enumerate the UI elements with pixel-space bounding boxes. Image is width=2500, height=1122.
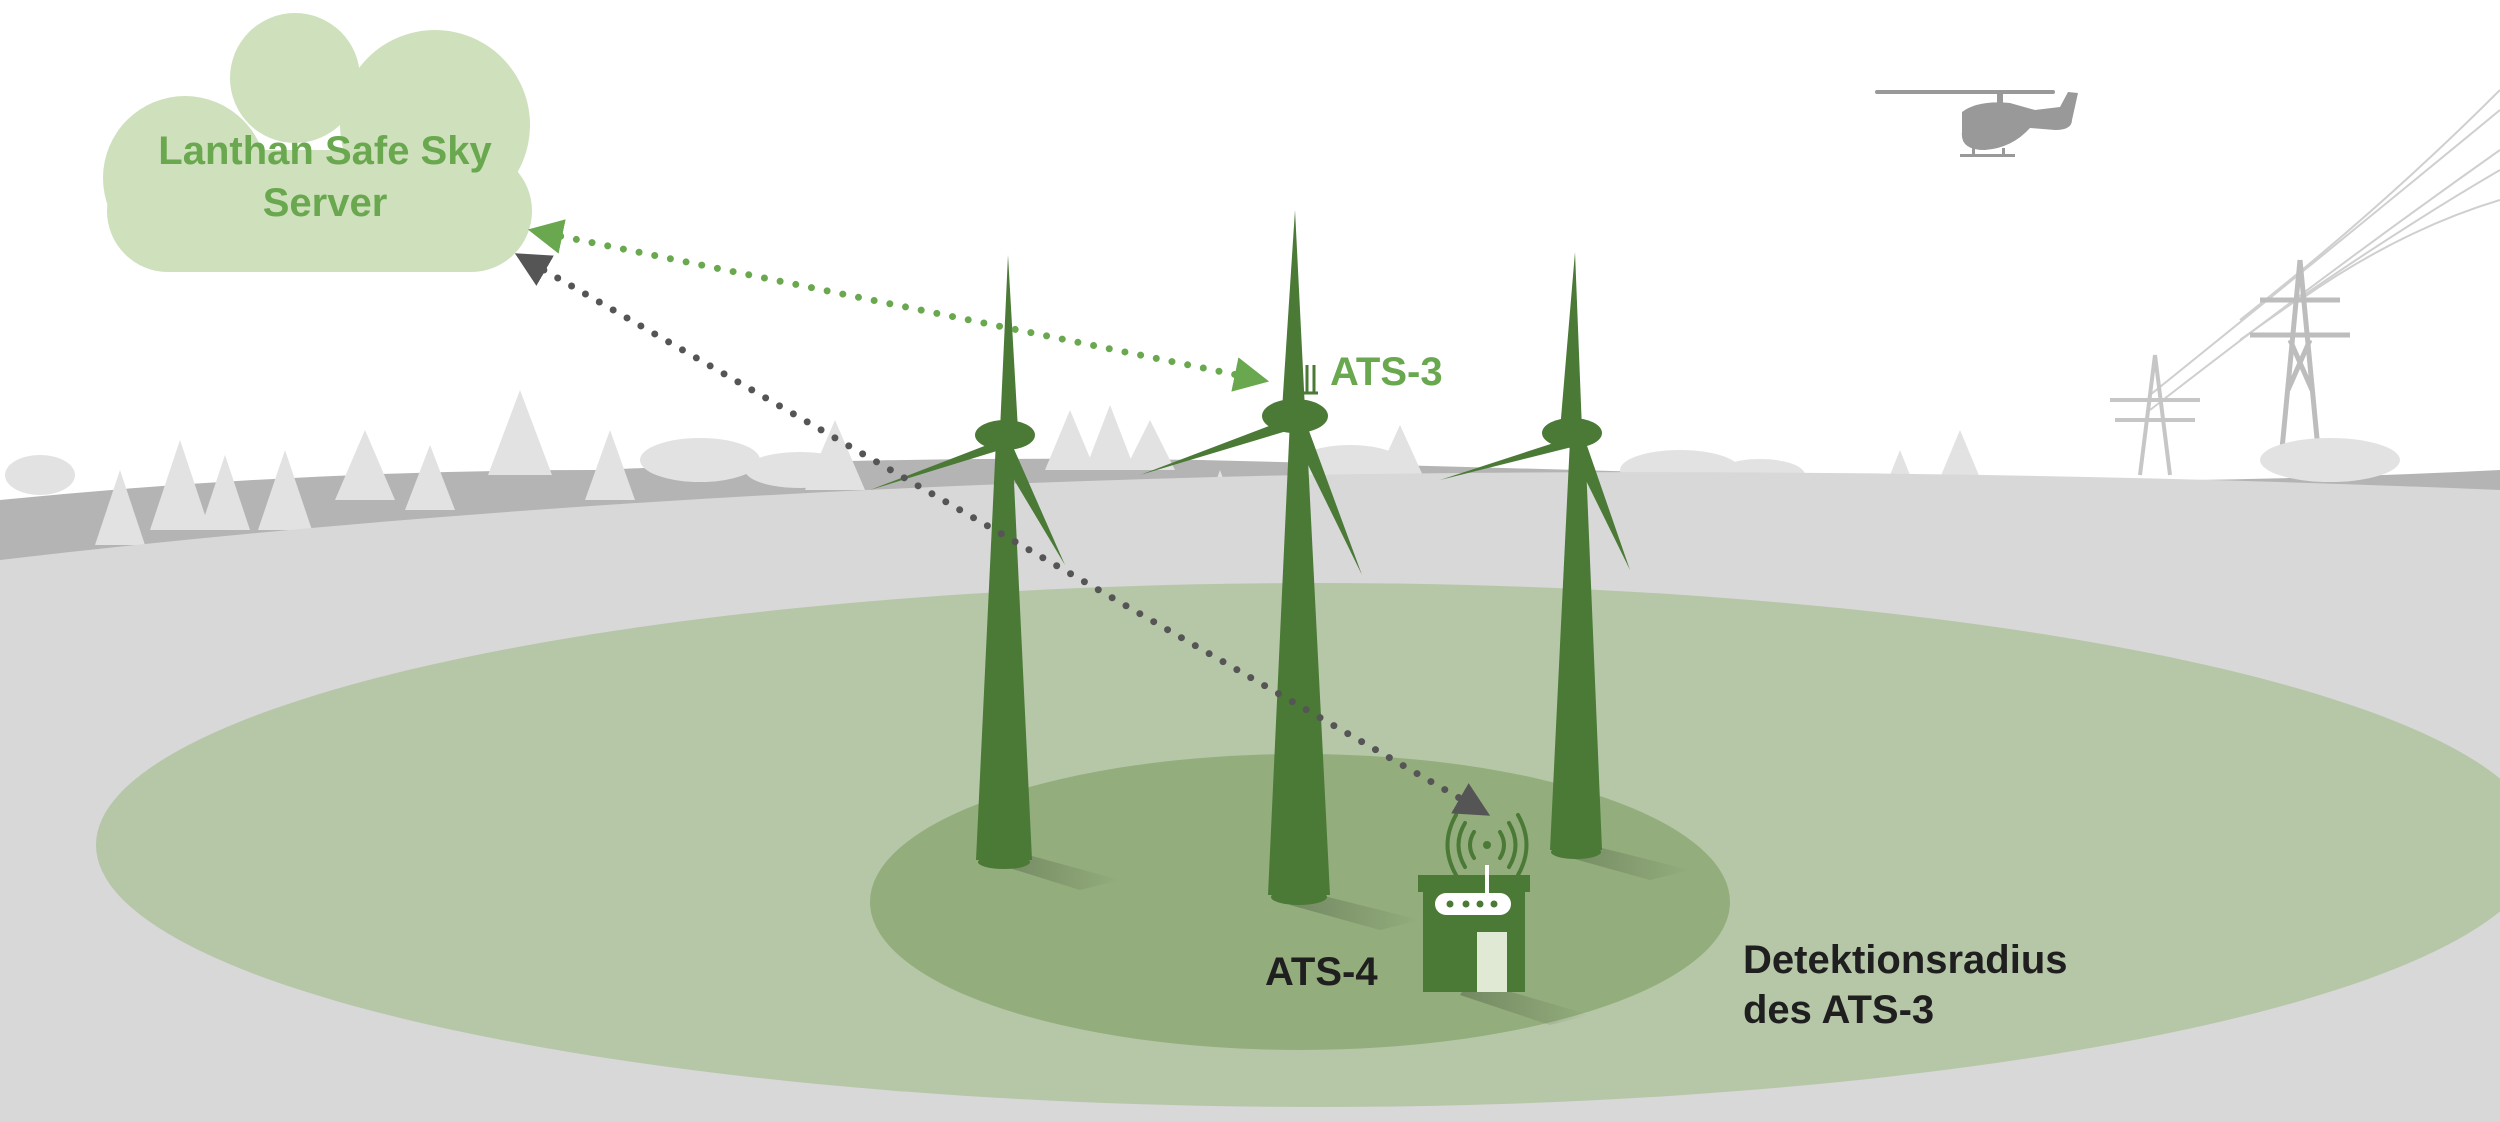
power-lines	[2149, 89, 2500, 411]
server-label: Lanthan Safe Sky Server	[105, 125, 545, 229]
detection-radius-line1: Detektionsradius	[1743, 938, 2068, 982]
ats4-label: ATS-4	[1265, 950, 1378, 994]
detection-radius-line2: des ATS-3	[1743, 988, 1935, 1032]
detection-radius-label: Detektionsradius des ATS-3	[1743, 935, 2068, 1035]
server-label-line1: Lanthan Safe Sky	[158, 129, 492, 173]
wifi-signal-icon	[1445, 813, 1529, 877]
server-ats4-link	[514, 253, 1491, 816]
power-pylon-icon	[2250, 259, 2350, 471]
antenna-icon	[1303, 365, 1318, 395]
cloud-icon	[103, 13, 532, 272]
server-ats3-link	[527, 219, 1270, 392]
server-label-line2: Server	[262, 181, 388, 225]
power-pylon-icon	[2110, 354, 2200, 476]
ats3-label: ATS-3	[1330, 350, 1443, 394]
wind-turbine-icon	[1440, 252, 1630, 859]
helicopter-icon	[1875, 90, 2078, 157]
ats4-station-icon	[1418, 841, 1530, 992]
